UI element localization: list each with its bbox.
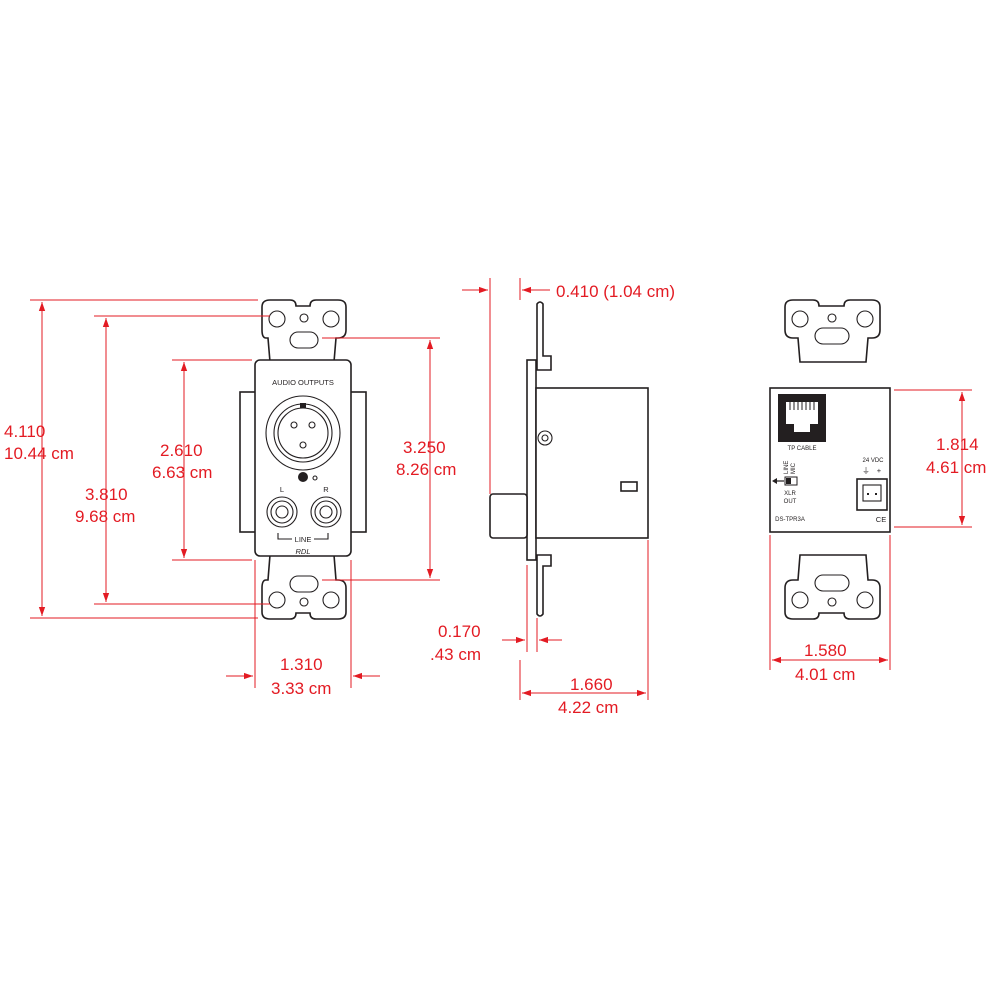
rear-top-right-hole — [856, 310, 874, 328]
front-top-right-hole — [322, 310, 340, 328]
brand-logo: RDL — [295, 547, 310, 556]
rear-view: TP CABLE LINE MIC XLR OUT 24 VDC ⏚ + DS-… — [769, 299, 891, 620]
dim-mounting-in: 3.810 — [85, 485, 128, 504]
rear-top-strap — [784, 299, 881, 363]
side-view — [489, 301, 649, 617]
front-bottom-center-hole — [299, 597, 309, 607]
dim-mounting-cm: 9.68 cm — [75, 507, 135, 526]
switch-toggle — [786, 478, 791, 484]
rear-bottom-strap — [784, 554, 881, 620]
front-left-tab — [239, 391, 257, 533]
front-dimensions: 4.110 10.44 cm 3.810 9.68 cm 2.610 6.63 … — [4, 299, 456, 698]
xlr-connector-icon — [265, 395, 341, 471]
side-top-strap — [536, 301, 552, 371]
dim-body-in: 1.660 — [570, 675, 613, 694]
switch-label-out: OUT — [784, 499, 797, 505]
switch-label-mic: MIC — [791, 462, 797, 474]
terminal-pin-2 — [875, 493, 877, 495]
xlr-pin-2 — [308, 421, 316, 429]
rear-dimensions: 1.814 4.61 cm 1.580 4.01 cm — [769, 389, 986, 684]
right-rca-center — [319, 505, 333, 519]
rear-bottom-left-hole — [791, 591, 809, 609]
model-label: DS-TPR3A — [775, 517, 805, 523]
dim-body-cm: 4.22 cm — [558, 698, 618, 717]
rear-top-center-hole — [827, 313, 837, 323]
front-view: AUDIO OUTPUTS L R LINE RDL — [239, 299, 367, 620]
switch-arrow-head — [772, 478, 777, 484]
front-right-tab — [349, 391, 367, 533]
side-front-plate — [526, 359, 537, 561]
dim-frame-cm: 8.26 cm — [396, 460, 456, 479]
line-bracket — [277, 533, 329, 540]
panel-title: AUDIO OUTPUTS — [272, 378, 334, 387]
dim-frame-in: 3.250 — [403, 438, 446, 457]
ground-symbol-icon: ⏚ — [862, 466, 870, 475]
power-terminal-block — [856, 478, 888, 511]
dim-plate-depth-text: 0.410 (1.04 cm) — [556, 282, 675, 301]
rear-bottom-center-hole — [827, 597, 837, 607]
dim-knob-cm: .43 cm — [430, 645, 481, 664]
rear-bottom-right-hole — [856, 591, 874, 609]
side-screw-center — [541, 434, 549, 442]
side-bottom-strap — [536, 554, 552, 617]
dim-overall-height-cm: 10.44 cm — [4, 444, 74, 463]
front-bottom-screw-slot — [289, 575, 319, 593]
side-body — [535, 387, 649, 539]
power-terminal-inner — [862, 484, 882, 502]
front-top-strap — [261, 299, 347, 363]
front-bottom-strap — [261, 554, 347, 620]
led-symbol-icon — [312, 475, 318, 481]
right-jack-label: R — [323, 485, 329, 494]
rj45-pins — [789, 402, 815, 410]
plus-symbol: + — [877, 466, 882, 475]
left-rca-center — [275, 505, 289, 519]
rear-top-left-hole — [791, 310, 809, 328]
side-screw-icon — [537, 430, 553, 446]
xlr-latch — [300, 403, 306, 408]
dim-width-cm: 3.33 cm — [271, 679, 331, 698]
front-bottom-right-hole — [322, 591, 340, 609]
power-label: 24 VDC — [862, 458, 884, 464]
side-slot — [620, 481, 638, 492]
left-rca-ring — [270, 500, 294, 524]
dim-panel-in: 2.610 — [160, 441, 203, 460]
dim-rear-height-in: 1.814 — [936, 435, 979, 454]
xlr-pin-1 — [290, 421, 298, 429]
front-top-center-hole — [299, 313, 309, 323]
dim-panel-cm: 6.63 cm — [152, 463, 212, 482]
left-jack-label: L — [280, 485, 284, 494]
switch-label-line: LINE — [784, 461, 790, 474]
ce-mark-icon: CE — [876, 515, 886, 524]
rear-top-screw-slot — [814, 327, 850, 345]
left-rca-jack-icon — [266, 496, 298, 528]
rj45-label: TP CABLE — [788, 446, 817, 452]
front-bottom-left-hole — [268, 591, 286, 609]
terminal-pin-1 — [867, 493, 869, 495]
switch-label-xlr: XLR — [784, 491, 796, 497]
dim-width-in: 1.310 — [280, 655, 323, 674]
rear-bottom-screw-slot — [814, 574, 850, 592]
right-rca-ring — [314, 500, 338, 524]
dim-rear-width-in: 1.580 — [804, 641, 847, 660]
line-group-label: LINE — [295, 535, 312, 544]
side-knob — [489, 493, 528, 539]
front-top-left-hole — [268, 310, 286, 328]
led-indicator — [298, 472, 308, 482]
dim-rear-width-cm: 4.01 cm — [795, 665, 855, 684]
dim-knob-in: 0.170 — [438, 622, 481, 641]
dim-rear-height-cm: 4.61 cm — [926, 458, 986, 477]
side-dimensions: 0.410 (1.04 cm) 0.170 .43 cm 1.660 4.22 … — [430, 278, 675, 717]
front-top-screw-slot — [289, 331, 319, 349]
dim-overall-height-in: 4.110 — [4, 422, 45, 441]
xlr-pin-3 — [299, 441, 307, 449]
right-rca-jack-icon — [310, 496, 342, 528]
